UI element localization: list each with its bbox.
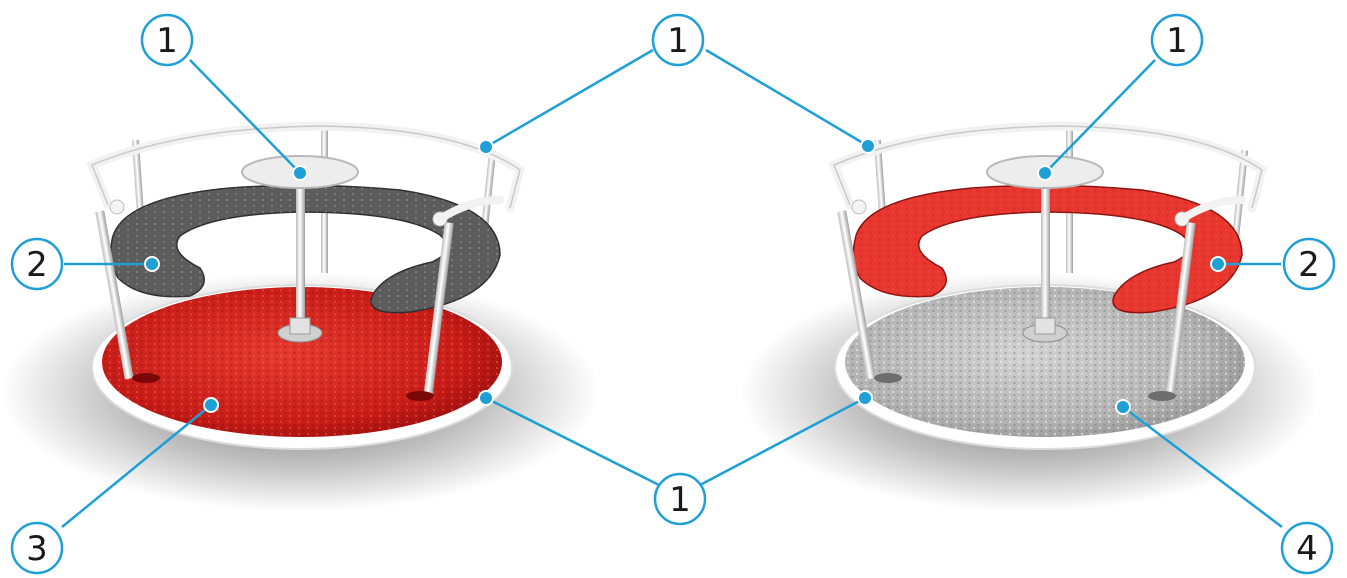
- callout-number: 2: [26, 245, 48, 285]
- callout-number: 1: [1166, 21, 1188, 61]
- callout-c1-top-center: 1: [653, 15, 703, 65]
- callout-c4-bottom-right: 4: [1282, 523, 1332, 573]
- callout-c1-top-right: 1: [1152, 15, 1202, 65]
- callout-c3-bottom-left: 3: [12, 523, 62, 573]
- carousel-red-deck: [0, 126, 600, 512]
- callout-c1-top-left: 1: [142, 15, 192, 65]
- callout-number: 1: [667, 21, 689, 61]
- callout-number: 2: [1298, 245, 1320, 285]
- center-pole: [296, 178, 305, 328]
- callout-number: 3: [26, 529, 48, 569]
- callout-c2-right: 2: [1284, 239, 1334, 289]
- carousel-grey-deck: [740, 126, 1320, 512]
- callout-c2-left: 2: [12, 239, 62, 289]
- callout-number: 4: [1296, 529, 1318, 569]
- callout-number: 1: [669, 480, 691, 520]
- callout-number: 1: [156, 21, 178, 61]
- callout-c1-bottom-center: 1: [655, 474, 705, 524]
- center-pole: [1041, 178, 1050, 328]
